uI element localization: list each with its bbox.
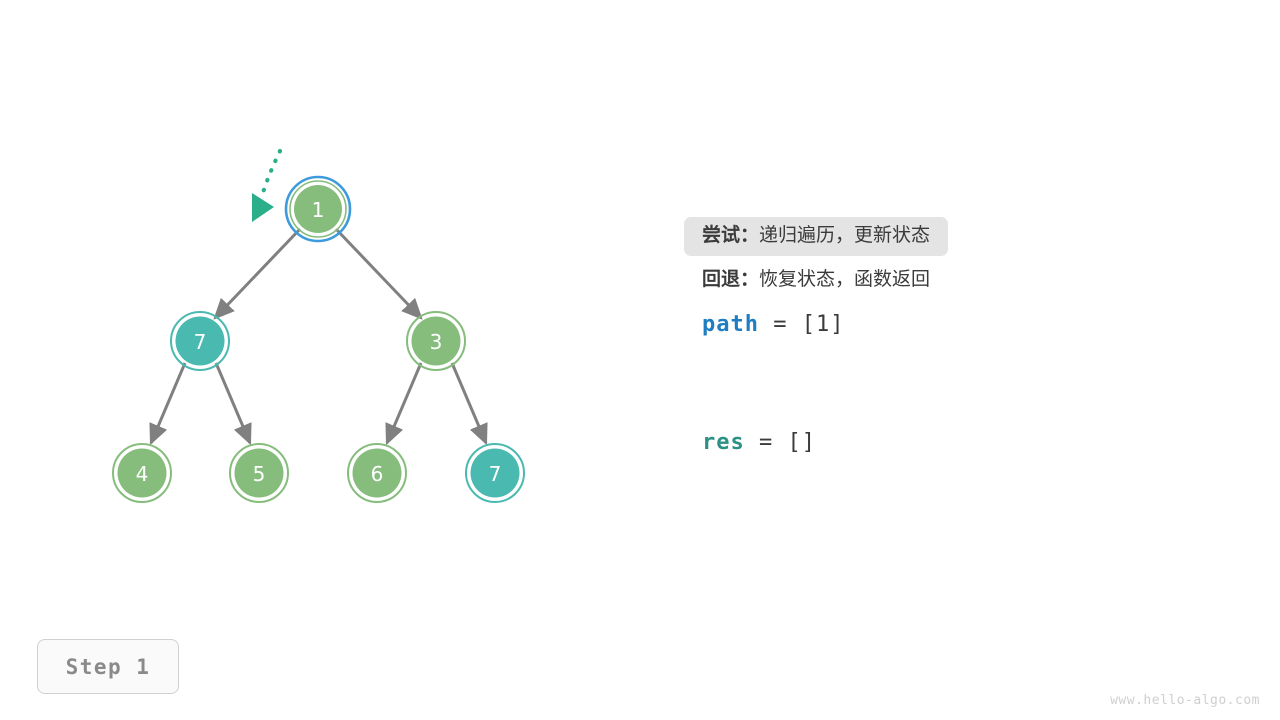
res-variable-expression: res = [] <box>702 430 816 455</box>
edge-n3-n7 <box>450 362 488 446</box>
tree-node-n4[interactable]: 4 <box>112 443 172 503</box>
res-variable-value: = [] <box>744 429 816 455</box>
tree-node-n2[interactable]: 7 <box>170 311 230 371</box>
backtrack-statement-row: 回退：恢复状态，函数返回 <box>684 258 1244 302</box>
tree-node-fill <box>352 448 402 498</box>
tree-node-label: 7 <box>194 330 207 354</box>
res-variable-name: res <box>702 429 745 455</box>
traversal-pointer-arrow-icon <box>252 148 283 222</box>
tree-node-outer-ring <box>289 180 347 238</box>
tree-node-fill <box>175 316 225 366</box>
path-variable-expression: path = [1] <box>702 312 844 337</box>
try-statement-highlight: 尝试：递归遍历，更新状态 <box>684 216 949 256</box>
tree-node-outer-ring <box>406 311 466 371</box>
try-text: 递归遍历，更新状态 <box>759 223 931 246</box>
state-panel: 尝试：递归遍历，更新状态 回退：恢复状态，函数返回 path = [1] res… <box>684 214 1244 464</box>
tree-node-label: 5 <box>253 462 266 486</box>
tree-node-n3[interactable]: 3 <box>406 311 466 371</box>
tree-node-outer-ring <box>229 443 289 503</box>
tree-node-outer-ring <box>112 443 172 503</box>
tree-edges <box>149 227 488 446</box>
tree-node-selection-ring <box>284 175 352 243</box>
edge-n1-n2 <box>213 227 302 320</box>
tree-node-label: 1 <box>312 198 325 222</box>
tree-node-label: 7 <box>489 462 502 486</box>
path-variable-value: = [1] <box>758 311 845 337</box>
edge-n2-n4 <box>149 362 187 446</box>
tree-node-label: 4 <box>136 462 149 486</box>
step-badge: Step 1 <box>37 639 179 694</box>
watermark: www.hello-algo.com <box>1110 693 1260 708</box>
backtrack-text: 恢复状态，函数返回 <box>759 267 931 290</box>
try-label: 尝试： <box>702 223 760 246</box>
tree-node-n1[interactable]: 1 <box>284 175 352 243</box>
path-variable-name: path <box>702 311 759 337</box>
tree-node-fill <box>234 448 284 498</box>
tree-node-outer-ring <box>347 443 407 503</box>
tree-node-fill <box>470 448 520 498</box>
path-variable-row: path = [1] <box>684 302 1244 346</box>
tree-node-label: 6 <box>371 462 384 486</box>
tree-node-n5[interactable]: 5 <box>229 443 289 503</box>
backtrack-statement: 回退：恢复状态，函数返回 <box>684 261 948 300</box>
panel-spacer <box>684 346 1244 420</box>
tree-nodes: 1 7 3 4 <box>112 175 525 503</box>
tree-node-fill <box>411 316 461 366</box>
tree-node-outer-ring <box>170 311 230 371</box>
tree-node-label: 3 <box>430 330 443 354</box>
res-variable-row: res = [] <box>684 420 1244 464</box>
tree-node-fill <box>117 448 167 498</box>
backtrack-label: 回退： <box>702 267 760 290</box>
edge-n3-n6 <box>385 362 423 446</box>
tree-node-n7[interactable]: 7 <box>465 443 525 503</box>
edge-n2-n5 <box>214 362 252 446</box>
try-statement-row: 尝试：递归遍历，更新状态 <box>684 214 1244 258</box>
tree-node-fill <box>294 185 342 233</box>
tree-node-n6[interactable]: 6 <box>347 443 407 503</box>
tree-node-outer-ring <box>465 443 525 503</box>
edge-n1-n3 <box>334 227 423 320</box>
